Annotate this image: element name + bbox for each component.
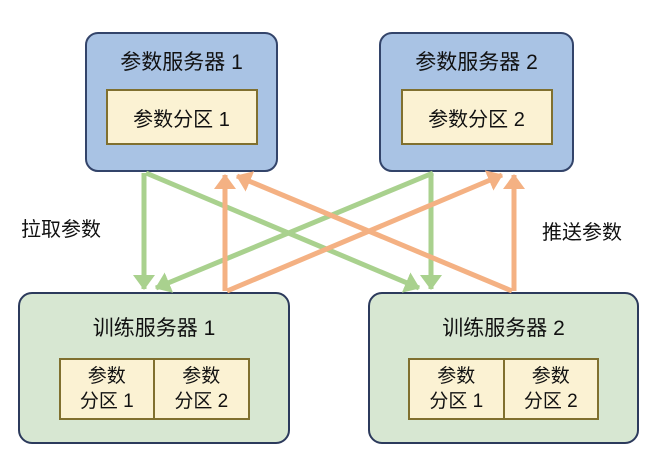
push-arrow-ts2-to-ps1 <box>236 171 513 294</box>
push-arrow-ts1-to-ps2 <box>226 170 503 294</box>
train2-partition-1-box: 参数 分区 1 <box>410 360 503 418</box>
train-server-1-partitions: 参数 分区 1 参数 分区 2 <box>58 358 250 420</box>
param-partition-2-box: 参数分区 2 <box>400 89 553 145</box>
train1-partition-2-line1: 参数 <box>182 366 221 387</box>
train2-partition-2-line1: 参数 <box>531 366 570 387</box>
train-server-1-box: 训练服务器 1 参数 分区 1 参数 分区 2 <box>18 292 290 444</box>
param-partition-1-box: 参数分区 1 <box>105 89 258 145</box>
param-server-2-title: 参数服务器 2 <box>415 51 538 74</box>
train-server-1-title: 训练服务器 1 <box>92 317 216 340</box>
param-partition-1-label: 参数分区 1 <box>133 108 230 131</box>
pull-parameters-label: 拉取参数 <box>21 219 101 241</box>
pull-arrows-group <box>133 170 442 293</box>
train1-partition-1-line2: 分区 1 <box>79 391 134 412</box>
pull-arrow-ps2-to-ts1 <box>155 170 434 293</box>
train-server-2-box: 训练服务器 2 参数 分区 1 参数 分区 2 <box>368 292 639 444</box>
train-server-2-partitions: 参数 分区 1 参数 分区 2 <box>408 358 599 420</box>
train-server-2-title: 训练服务器 2 <box>442 317 565 340</box>
train2-partition-1-line1: 参数 <box>437 366 476 387</box>
param-server-1-title: 参数服务器 1 <box>120 51 243 74</box>
train2-partition-2-line2: 分区 2 <box>523 391 578 412</box>
param-partition-2-label: 参数分区 2 <box>428 108 525 131</box>
train1-partition-2-box: 参数 分区 2 <box>153 360 248 418</box>
train1-partition-2-line2: 分区 2 <box>174 391 229 412</box>
param-server-1-box: 参数服务器 1 参数分区 1 <box>85 32 278 172</box>
push-parameters-label: 推送参数 <box>542 222 622 244</box>
train2-partition-1-line2: 分区 1 <box>429 391 484 412</box>
train1-partition-1-line1: 参数 <box>87 366 126 387</box>
param-server-2-box: 参数服务器 2 参数分区 2 <box>379 32 574 172</box>
train1-partition-1-box: 参数 分区 1 <box>61 360 154 418</box>
push-arrows-group <box>214 170 525 294</box>
pull-arrow-ps1-to-ts2 <box>145 170 420 293</box>
train2-partition-2-box: 参数 分区 2 <box>502 360 598 418</box>
